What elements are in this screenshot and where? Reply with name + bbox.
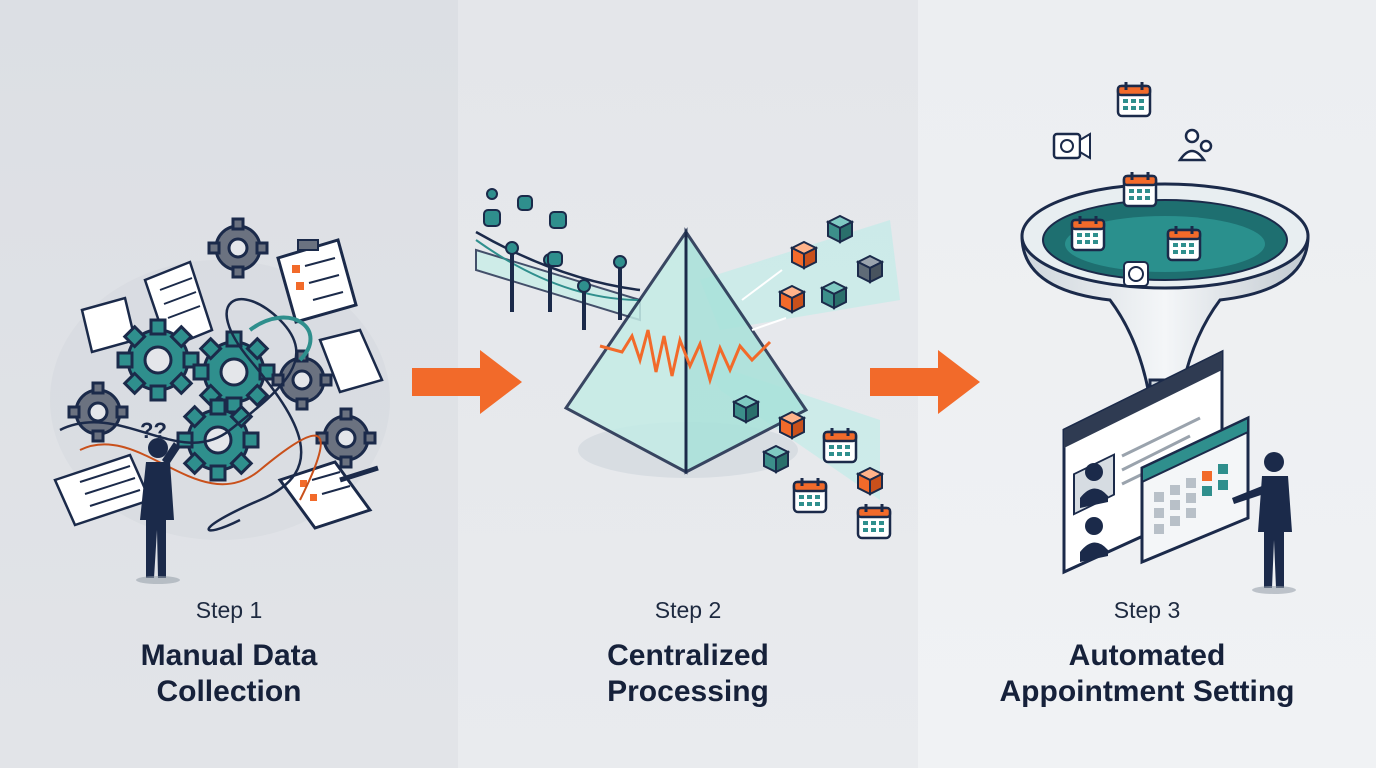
calendar-icon — [856, 502, 892, 540]
data-cube-icon — [827, 215, 853, 243]
calendar-icon — [1070, 214, 1106, 252]
data-node-icon — [483, 188, 567, 267]
step-2-title-line1: Centralized — [607, 639, 769, 672]
glass-pyramid-processor-illustration — [475, 188, 900, 540]
presenter-person-icon — [1232, 452, 1296, 594]
data-cube-icon — [791, 241, 817, 269]
gear-icon — [176, 398, 260, 482]
calendar-icon — [822, 426, 858, 464]
step-3-title-line2: Appointment Setting — [999, 675, 1295, 708]
step-2-title-line2: Processing — [607, 675, 769, 708]
calendar-funnel-illustration — [1020, 80, 1310, 594]
data-cube-icon — [763, 445, 789, 473]
step-2-title: Centralized Processing — [468, 638, 908, 710]
pyramid-icon — [563, 227, 809, 478]
calendar-icon — [1122, 170, 1158, 208]
step-3-label: Step 3 — [1113, 597, 1181, 623]
data-cube-icon — [857, 255, 883, 283]
clock-icon — [1123, 261, 1149, 287]
video-call-icon — [1052, 132, 1091, 160]
step-1-title-line2: Collection — [156, 675, 302, 708]
step-3-title: Automated Appointment Setting — [927, 638, 1367, 710]
data-cube-icon — [857, 467, 883, 495]
people-icon — [1177, 128, 1213, 162]
data-cube-icon — [733, 395, 759, 423]
gear-icon — [116, 318, 200, 402]
step-1-title-line1: Manual Data — [140, 639, 318, 672]
step-1-title: Manual Data Collection — [9, 638, 449, 710]
calendar-icon — [1166, 224, 1202, 262]
data-cube-icon — [779, 411, 805, 439]
step-3-title-line1: Automated — [1068, 639, 1226, 672]
calendar-icon — [792, 476, 828, 514]
calendar-icon — [1116, 80, 1152, 118]
gear-icon — [192, 330, 276, 414]
step-2-label: Step 2 — [654, 597, 722, 623]
tangled-gears-and-papers-illustration: ?? — [50, 217, 390, 584]
data-bridge-icon — [475, 230, 641, 330]
data-cube-icon — [821, 281, 847, 309]
checklist-icon — [277, 460, 379, 530]
arrow-right-icon — [870, 350, 980, 414]
arrow-right-icon — [412, 350, 522, 414]
calendar-board-icon — [1140, 415, 1250, 565]
question-mark-icon: ?? — [140, 418, 167, 443]
clipboard-icon — [276, 238, 358, 324]
confused-person-icon — [136, 438, 180, 584]
step-1-label: Step 1 — [195, 597, 263, 623]
data-cube-icon — [779, 285, 805, 313]
